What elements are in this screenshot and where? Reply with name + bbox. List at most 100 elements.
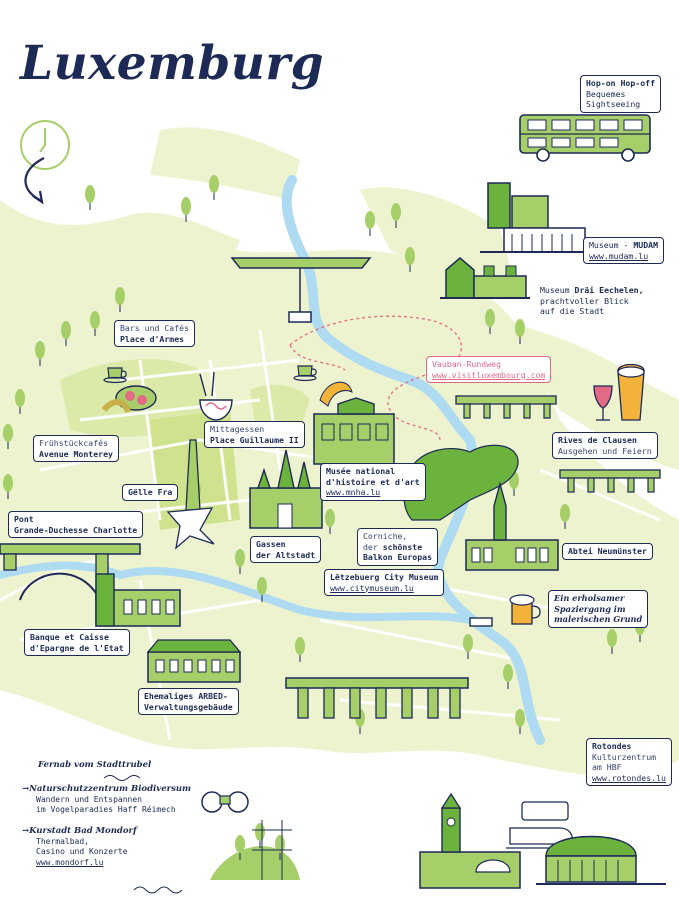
label-title: MUDAM (633, 240, 659, 250)
bridge-icon (559, 469, 661, 493)
label-pont-grande-duchesse[interactable]: Pont Grande-Duchesse Charlotte (8, 511, 144, 538)
label-title: der Altstadt (256, 549, 316, 560)
mudam-link[interactable]: www.mudam.lu (589, 250, 649, 261)
bus-icon (519, 114, 651, 162)
label-avenue-monterey[interactable]: Frühstückcafés Avenue Monterey (33, 435, 119, 462)
far-away-item-biodiversum[interactable]: →Naturschutzzentrum Biodiversum Wandern … (22, 784, 191, 816)
label-line: auf die Stadt (540, 306, 605, 316)
label-prefix: Museum (540, 285, 575, 295)
label-place-guillaume[interactable]: Mittagessen Place Guillaume II (204, 421, 305, 448)
map-title: Luxemburg (20, 36, 325, 91)
bridge-icon (455, 395, 557, 419)
label-line: malerischen Grund (554, 614, 643, 624)
label-drai-eechelen[interactable]: Museum Dräi Eechelen, prachtvoller Blick… (540, 285, 644, 317)
label-title: Pont (14, 514, 34, 524)
label-line: Spaziergang im (554, 603, 626, 614)
label-title: Hop-on Hop-off (586, 78, 656, 88)
church-icon (465, 481, 559, 571)
corniche-park (403, 444, 519, 521)
far-away-heading: Kurstadt Bad Mondorf (29, 826, 137, 836)
label-title: Rives de Clausen (558, 435, 637, 445)
far-away-line: Wandern und Entspannen (36, 794, 142, 804)
label-rives-de-clausen[interactable]: Rives de Clausen Ausgehen und Feiern (552, 432, 658, 459)
label-line: Bequemes (586, 88, 626, 99)
label-line: der (363, 541, 383, 552)
label-title: Place Guillaume II (210, 434, 299, 445)
bank-building-icon (95, 573, 181, 627)
far-away-heading: Naturschutzzentrum Biodiversum (29, 784, 192, 794)
viaduct-icon (285, 677, 469, 719)
label-title: schönste (382, 541, 423, 552)
label-line: Ausgehen und Feiern (558, 445, 652, 456)
label-title: Gassen (256, 539, 286, 549)
wave-decoration (103, 775, 141, 781)
label-title: Vauban-Rundweg (432, 359, 502, 369)
label-title: Banque et Caisse (30, 632, 109, 642)
label-abtei-neumuenster[interactable]: Abtei Neumünster (562, 543, 653, 560)
wine-glass-icon (593, 385, 613, 421)
label-title: Musée national (326, 466, 396, 476)
binoculars-icon (201, 791, 249, 813)
obelisk-icon (166, 439, 215, 550)
arrow-right-icon: → (22, 784, 30, 794)
label-corniche[interactable]: Corniche, der schönste Balkon Europas (357, 528, 439, 566)
arrow-right-icon: → (22, 826, 30, 836)
beer-glass-icon (617, 363, 645, 421)
label-line: Ein erholsamer (554, 593, 625, 603)
label-title: Verwaltungsgebäude (144, 701, 233, 712)
label-title: Gëlle Fra (128, 487, 173, 497)
label-title: d'histoire et d'art (326, 476, 420, 487)
label-place-d-armes[interactable]: Bars und Cafés Place d'Armes (114, 320, 196, 347)
far-away-line: im Vogelparadies Haff Réimech (36, 805, 176, 814)
station-icon (419, 792, 521, 889)
dish-icon (101, 385, 157, 414)
label-title: Abtei Neumünster (568, 546, 647, 556)
label-line: Sightseeing (586, 99, 641, 109)
label-banque-caisse[interactable]: Banque et Caisse d'Epargne de l'Etat (24, 629, 130, 656)
label-title: Avenue Monterey (39, 448, 113, 459)
label-mudam[interactable]: Museum - MUDAM www.mudam.lu (583, 237, 665, 264)
far-away-line: Casino und Konzerte (36, 847, 128, 856)
label-arbed[interactable]: Ehemaliges ARBED- Verwaltungsgebäude (138, 688, 239, 715)
croissant-icon (319, 381, 353, 407)
bowl-icon (199, 371, 233, 421)
label-title: Place d'Armes (120, 333, 185, 344)
city-museum-link[interactable]: www.citymuseum.lu (330, 582, 414, 593)
rotondes-link[interactable]: www.rotondes.lu (592, 772, 666, 783)
nature-hill-icon (210, 820, 300, 880)
label-vauban-rundweg[interactable]: Vauban-Rundweg www.visitluxembourg.com (426, 356, 552, 383)
label-title: Lëtzebuerg City Museum (330, 572, 439, 582)
label-spaziergang[interactable]: Ein erholsamer Spaziergang im malerische… (548, 590, 649, 628)
far-away-title: Fernab vom Stadttrubel (38, 760, 152, 770)
label-prefix: Museum - (589, 240, 634, 250)
far-away-item-mondorf[interactable]: →Kurstadt Bad Mondorf Thermalbad, Casino… (22, 826, 137, 868)
vauban-link[interactable]: www.visitluxembourg.com (432, 369, 546, 380)
label-line: Mittagessen (210, 424, 265, 434)
arbed-building-icon (146, 639, 242, 683)
bridge-icon (230, 257, 372, 323)
label-rotondes[interactable]: Rotondes Kulturzentrum am HBF www.rotond… (586, 738, 672, 786)
mnha-link[interactable]: www.mnha.lu (326, 487, 381, 497)
label-gelle-fra[interactable]: Gëlle Fra (122, 484, 179, 501)
label-line: Corniche, (363, 531, 408, 541)
mondorf-link[interactable]: www.mondorf.lu (36, 857, 104, 867)
church-icon (249, 449, 323, 529)
label-title: Ehemaliges ARBED- (144, 691, 228, 701)
clock-icon (20, 120, 70, 170)
label-hop-on-hop-off[interactable]: Hop-on Hop-off Bequemes Sightseeing (580, 75, 662, 113)
label-title: Grande-Duchesse Charlotte (14, 524, 138, 535)
far-away-line: Thermalbad, (36, 836, 89, 846)
beer-mug-icon (509, 594, 541, 625)
museum-icon (313, 397, 395, 465)
label-title: Balkon Europas (363, 552, 433, 562)
label-gassen-altstadt[interactable]: Gassen der Altstadt (250, 536, 322, 563)
fortress-icon (440, 257, 530, 299)
wave-decoration (133, 886, 183, 894)
label-line: prachtvoller Blick (540, 295, 629, 306)
label-city-museum[interactable]: Lëtzebuerg City Museum www.citymuseum.lu (324, 569, 445, 596)
bridge-icon (469, 617, 493, 627)
label-line: am HBF (592, 762, 622, 772)
museum-icon (480, 182, 590, 253)
label-mnha[interactable]: Musée national d'histoire et d'art www.m… (320, 463, 426, 501)
